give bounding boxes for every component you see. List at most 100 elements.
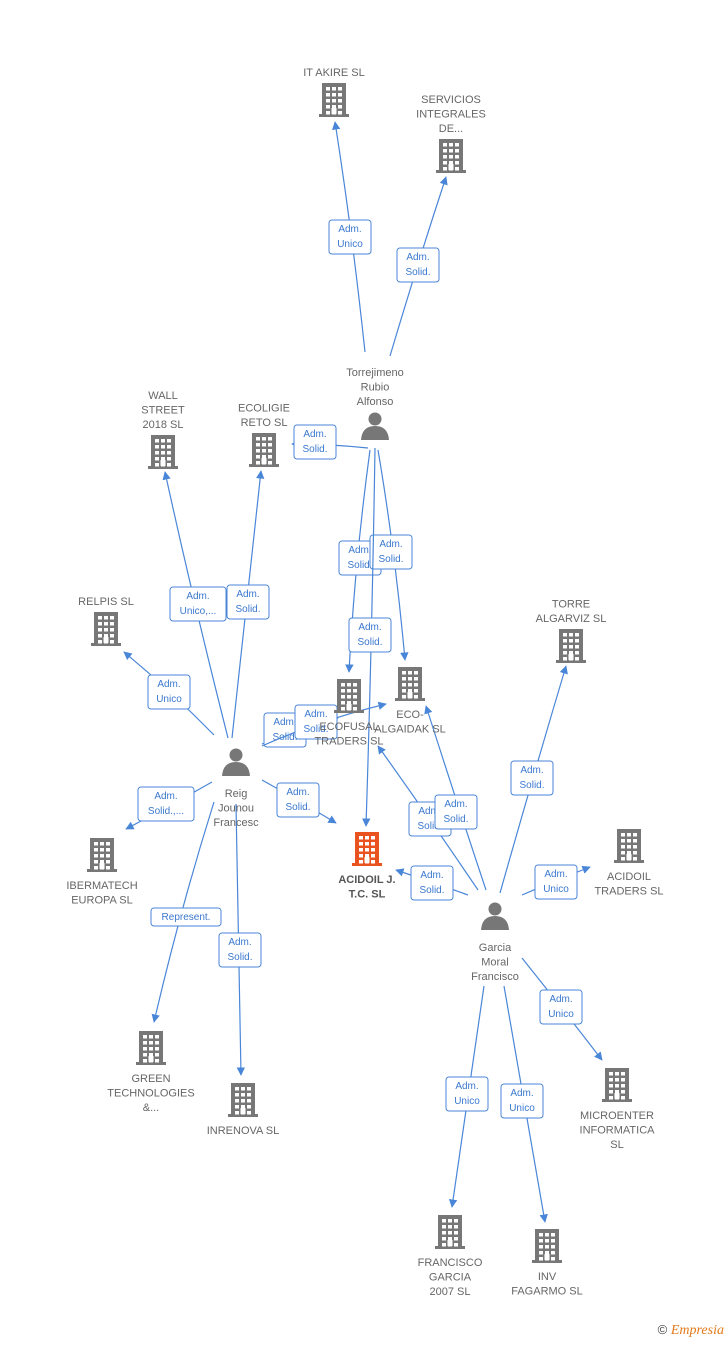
node-label: INFORMATICA (580, 1125, 656, 1137)
role-label: Adm. (358, 622, 381, 633)
node-label: TRADERS SL (594, 886, 663, 898)
node-label: MICROENTER (580, 1110, 654, 1122)
company-node-inrenova[interactable]: INRENOVA SL (207, 1083, 280, 1137)
company-node-servicios-integrales[interactable]: SERVICIOSINTEGRALESDE... (416, 94, 486, 173)
role-label: Adm. (186, 591, 209, 602)
node-label: ALGARVIZ SL (536, 613, 607, 625)
role-badge[interactable] (293, 424, 337, 460)
node-label: Francisco (471, 971, 519, 983)
role-badge[interactable] (500, 1083, 544, 1119)
node-label: 2018 SL (143, 419, 184, 431)
node-label: Jounou (218, 803, 254, 815)
node-label: ACIDOIL J. (338, 874, 395, 886)
edge-garcia-to-acidoil-jtc: Adm.Solid. (395, 865, 469, 901)
role-badge[interactable] (137, 786, 195, 822)
edge-reig-to-green-tech: Represent. (150, 801, 222, 1023)
node-label: STREET (141, 405, 185, 417)
role-label: Adm. (348, 545, 371, 556)
company-node-it-akire[interactable]: IT AKIRE SL (303, 67, 365, 117)
node-label: ECOFUSAL (319, 721, 378, 733)
role-badge[interactable] (539, 989, 583, 1025)
person-icon (481, 902, 509, 930)
building-icon (532, 1229, 562, 1263)
edge-reig-to-wall-street: Adm. Unico,... (162, 471, 229, 739)
node-label: Reig (225, 788, 248, 800)
company-node-inv-fagarmo[interactable]: INV FAGARMO SL (511, 1229, 583, 1298)
role-badge[interactable] (276, 782, 320, 818)
role-badge[interactable] (534, 864, 578, 900)
company-node-relpis[interactable]: RELPIS SL (78, 596, 134, 646)
role-badge[interactable] (226, 584, 270, 620)
role-badge[interactable] (294, 704, 338, 740)
brand-logo[interactable]: Empresia (670, 1323, 724, 1338)
node-label: TECHNOLOGIES (107, 1088, 194, 1100)
role-badge[interactable] (396, 247, 440, 283)
edge-garcia-to-eco-algaidak: Adm.Solid. (424, 705, 487, 891)
role-badge[interactable] (328, 219, 372, 255)
node-label: GARCIA (429, 1272, 472, 1284)
node-label: FAGARMO SL (511, 1286, 583, 1298)
role-badge[interactable] (218, 932, 262, 968)
role-badge[interactable] (147, 674, 191, 710)
role-label: Adm. (303, 429, 326, 440)
company-node-francisco-garcia[interactable]: FRANCISCO GARCIA 2007 SL (418, 1215, 483, 1298)
node-label: 2007 SL (430, 1286, 471, 1298)
company-node-microenter[interactable]: MICROENTER INFORMATICA SL (580, 1068, 656, 1151)
company-node-green-tech[interactable]: GREENTECHNOLOGIES&... (107, 1031, 195, 1114)
node-label: INV (538, 1271, 557, 1283)
role-badge[interactable] (348, 617, 392, 653)
role-badge[interactable] (150, 907, 222, 927)
building-icon (136, 1031, 166, 1065)
building-icon (602, 1068, 632, 1102)
role-label: Solid. (405, 267, 430, 278)
role-badge[interactable] (410, 865, 454, 901)
company-node-eco-algaidak[interactable]: ECO-ALGAIDAK SL (374, 667, 446, 736)
company-node-acidoil-jtc[interactable]: ACIDOIL J. T.C. SL (338, 832, 396, 901)
role-label: Adm. (157, 679, 180, 690)
company-node-acidoil-traders[interactable]: ACIDOIL TRADERS SL (594, 829, 664, 898)
role-badge[interactable] (169, 586, 227, 622)
role-label: Solid. (357, 637, 382, 648)
role-label: Solid. (285, 802, 310, 813)
node-label: EUROPA SL (71, 895, 133, 907)
role-label: Unico (156, 694, 182, 705)
role-label: Solid. (519, 780, 544, 791)
edge-torrejimeno-to-servicios-integrales: Adm. Solid. (389, 176, 448, 357)
role-badge[interactable] (445, 1076, 489, 1112)
role-label: Adm. (418, 806, 441, 817)
role-label: Adm. (273, 717, 296, 728)
person-icon (222, 748, 250, 776)
role-label: Solid. (302, 444, 327, 455)
node-label: INRENOVA SL (207, 1125, 280, 1137)
role-label: Adm. (338, 224, 361, 235)
edge-torrejimeno-to-acidoil-jtc: Adm. Solid. (348, 447, 392, 827)
role-label: Solid. (235, 604, 260, 615)
role-badge[interactable] (510, 760, 554, 796)
edge-garcia-to-microenter: Adm.Unico (521, 957, 603, 1061)
node-label: T.C. SL (349, 889, 386, 901)
role-label: Unico (454, 1096, 480, 1107)
node-label: SL (610, 1139, 623, 1151)
role-label: Unico,... (180, 606, 217, 617)
building-icon (334, 679, 364, 713)
node-label: Moral (481, 957, 509, 969)
node-label: RETO SL (241, 417, 288, 429)
building-icon (228, 1083, 258, 1117)
node-label: FRANCISCO (418, 1257, 483, 1269)
edge-torrejimeno-to-it-akire: Adm.Unico (328, 121, 372, 353)
building-icon (435, 1215, 465, 1249)
edge-reig-to-ecoligie: Adm.Solid. (226, 470, 270, 739)
role-badge[interactable] (369, 534, 413, 570)
node-label: ACIDOIL (607, 871, 651, 883)
role-label: Adm. (406, 252, 429, 263)
role-badge[interactable] (434, 794, 478, 830)
